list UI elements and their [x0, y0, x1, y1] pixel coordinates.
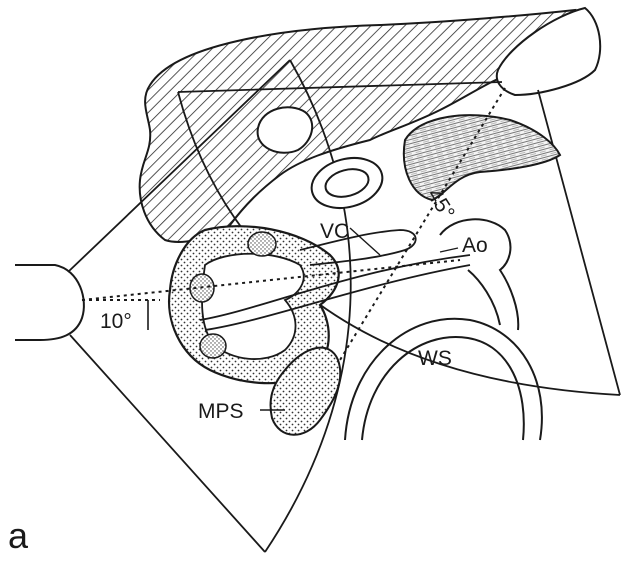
- stomach-streaked-region: [404, 115, 560, 200]
- pancreas-lobule-top: [248, 232, 276, 256]
- ao-pointer-line: [440, 248, 458, 252]
- liver-vessel-hole: [258, 107, 313, 153]
- left-transducer: [15, 265, 84, 340]
- panel-label: a: [8, 515, 29, 556]
- label-mps: MPS: [198, 400, 244, 423]
- label-ws: WS: [418, 347, 452, 370]
- pancreas-lobule-bottom: [200, 334, 226, 358]
- label-angle-10: 10°: [100, 310, 132, 333]
- label-ao: Ao: [462, 234, 488, 257]
- label-vc: VC: [320, 220, 349, 243]
